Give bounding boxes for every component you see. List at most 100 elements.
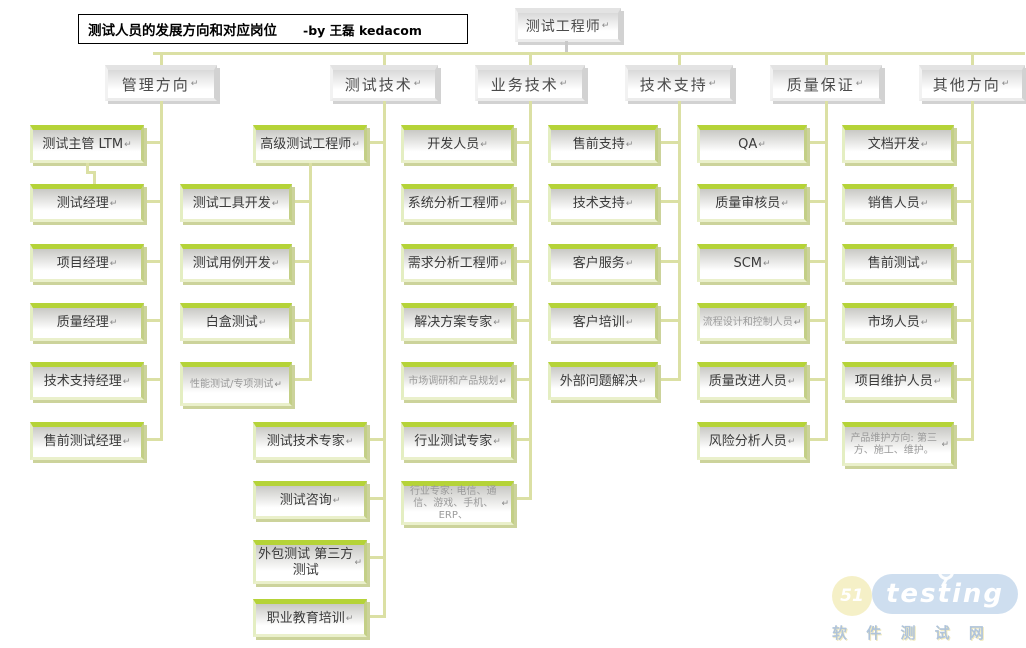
author-credit: -by 王磊 kedacom (303, 22, 422, 38)
branch-header: 质量保证↵ (770, 65, 882, 101)
return-mark: ↵ (855, 79, 866, 89)
return-mark: ↵ (638, 376, 647, 387)
org-node: 产品维护方向: 第三方、施工、维护。↵ (842, 422, 954, 466)
node-connector-stub (805, 141, 827, 144)
org-node: 解决方案专家↵ (401, 303, 514, 341)
node-connector-stub (656, 319, 680, 322)
return-mark: ↵ (332, 495, 341, 506)
org-node-label: 测试主管 LTM (42, 137, 124, 153)
org-node-label: QA (738, 137, 758, 153)
org-node: 外部问题解决↵ (548, 362, 658, 400)
node-connector-stub (365, 497, 385, 500)
branch-header-stub (529, 54, 532, 65)
org-node-label: 质量经理 (56, 315, 109, 331)
org-node-label: 系统分析工程师 (407, 196, 499, 212)
org-node: 行业专家: 电信、通信、游戏、手机、ERP、 ↵ (401, 481, 514, 525)
return-mark: ↵ (190, 79, 201, 89)
return-mark: ↵ (124, 139, 132, 150)
org-node: 销售人员↵ (842, 184, 954, 222)
return-mark: ↵ (920, 139, 929, 150)
return-mark: ↵ (413, 79, 424, 89)
node-connector-stub (805, 260, 827, 263)
node-connector-stub (805, 319, 827, 322)
org-node-label: 市场调研和产品规划 (408, 375, 499, 387)
root-node-label: 测试工程师 (525, 19, 601, 35)
org-node-label: 流程设计和控制人员 (702, 316, 793, 328)
node-connector-stub (142, 141, 162, 144)
node-connector-stub (805, 438, 827, 441)
org-node-label: 售前测试经理 (43, 434, 122, 450)
org-node-label: 测试经理 (56, 196, 109, 212)
node-connector-stub (512, 378, 531, 381)
step-connector (93, 171, 96, 184)
node-connector-stub (805, 378, 827, 381)
org-node-label: 质量保证 (786, 75, 855, 94)
node-connector-stub (512, 200, 531, 203)
node-connector-stub (656, 260, 680, 263)
org-node-label: 测试用例开发 (192, 256, 271, 272)
watermark: 51 testing 软 件 测 试 网 (826, 564, 1024, 646)
node-connector-stub (952, 260, 973, 263)
return-mark: ↵ (941, 439, 949, 450)
connector-trunk (383, 101, 386, 618)
org-node: 高级测试工程师↵ (253, 125, 367, 163)
node-connector-stub (952, 200, 973, 203)
org-node: 流程设计和控制人员↵ (697, 303, 807, 341)
org-node-label: 质量审核员 (715, 196, 781, 212)
node-connector-stub (365, 438, 385, 441)
org-node-label: 业务技术 (490, 75, 559, 94)
page-title: 测试人员的发展方向和对应岗位 (88, 23, 277, 39)
return-mark: ↵ (501, 498, 509, 509)
return-mark: ↵ (625, 139, 634, 150)
org-node-label: 文档开发 (867, 137, 920, 153)
org-node: 质量经理↵ (30, 303, 144, 341)
branch-header: 业务技术↵ (475, 65, 585, 101)
node-connector-stub (142, 260, 162, 263)
branch-header-stub (678, 54, 681, 65)
return-mark: ↵ (1001, 79, 1012, 89)
org-node-label: 售前测试 (867, 256, 920, 272)
step-connector (86, 171, 96, 174)
return-mark: ↵ (109, 258, 118, 269)
return-mark: ↵ (271, 258, 280, 269)
return-mark: ↵ (920, 317, 929, 328)
return-mark: ↵ (708, 79, 719, 89)
return-mark: ↵ (352, 139, 360, 150)
org-node-label: 项目经理 (56, 256, 109, 272)
node-connector-stub (142, 378, 162, 381)
connector-subtrunk (309, 163, 312, 381)
return-mark: ↵ (271, 198, 280, 209)
return-mark: ↵ (109, 317, 118, 328)
node-connector-stub (365, 141, 385, 144)
branch-header-stub (383, 54, 386, 65)
org-node: 项目维护人员↵ (842, 362, 954, 400)
org-node-label: 风险分析人员 (708, 434, 787, 450)
org-node-label: 质量改进人员 (708, 374, 787, 390)
node-connector-stub (290, 319, 312, 322)
return-mark: ↵ (122, 376, 131, 387)
org-node-label: 测试技术专家 (266, 434, 345, 450)
org-node-label: 客户培训 (572, 315, 625, 331)
branch-header-stub (825, 54, 828, 65)
branch-header: 其他方向↵ (919, 65, 1025, 101)
node-connector-stub (952, 378, 973, 381)
node-connector-stub (656, 378, 680, 381)
org-node-label: 其他方向 (932, 75, 1001, 94)
return-mark: ↵ (258, 317, 267, 328)
org-node-label: 技术支持经理 (43, 374, 122, 390)
return-mark: ↵ (493, 436, 501, 447)
node-connector-stub (512, 497, 531, 500)
top-connector (153, 52, 1025, 55)
org-node: 测试用例开发↵ (180, 244, 292, 282)
org-node: 职业教育培训↵ (253, 599, 367, 637)
org-node-label: 高级测试工程师 (260, 137, 352, 153)
branch-header: 管理方向↵ (105, 65, 217, 101)
org-node-label: 需求分析工程师 (407, 256, 499, 272)
node-connector-stub (512, 141, 531, 144)
return-mark: ↵ (354, 557, 362, 568)
node-connector-stub (290, 200, 312, 203)
org-node: SCM↵ (697, 244, 807, 282)
return-mark: ↵ (345, 436, 354, 447)
org-node-label: 行业专家: 电信、通信、游戏、手机、ERP、 (409, 485, 497, 522)
return-mark: ↵ (933, 376, 942, 387)
